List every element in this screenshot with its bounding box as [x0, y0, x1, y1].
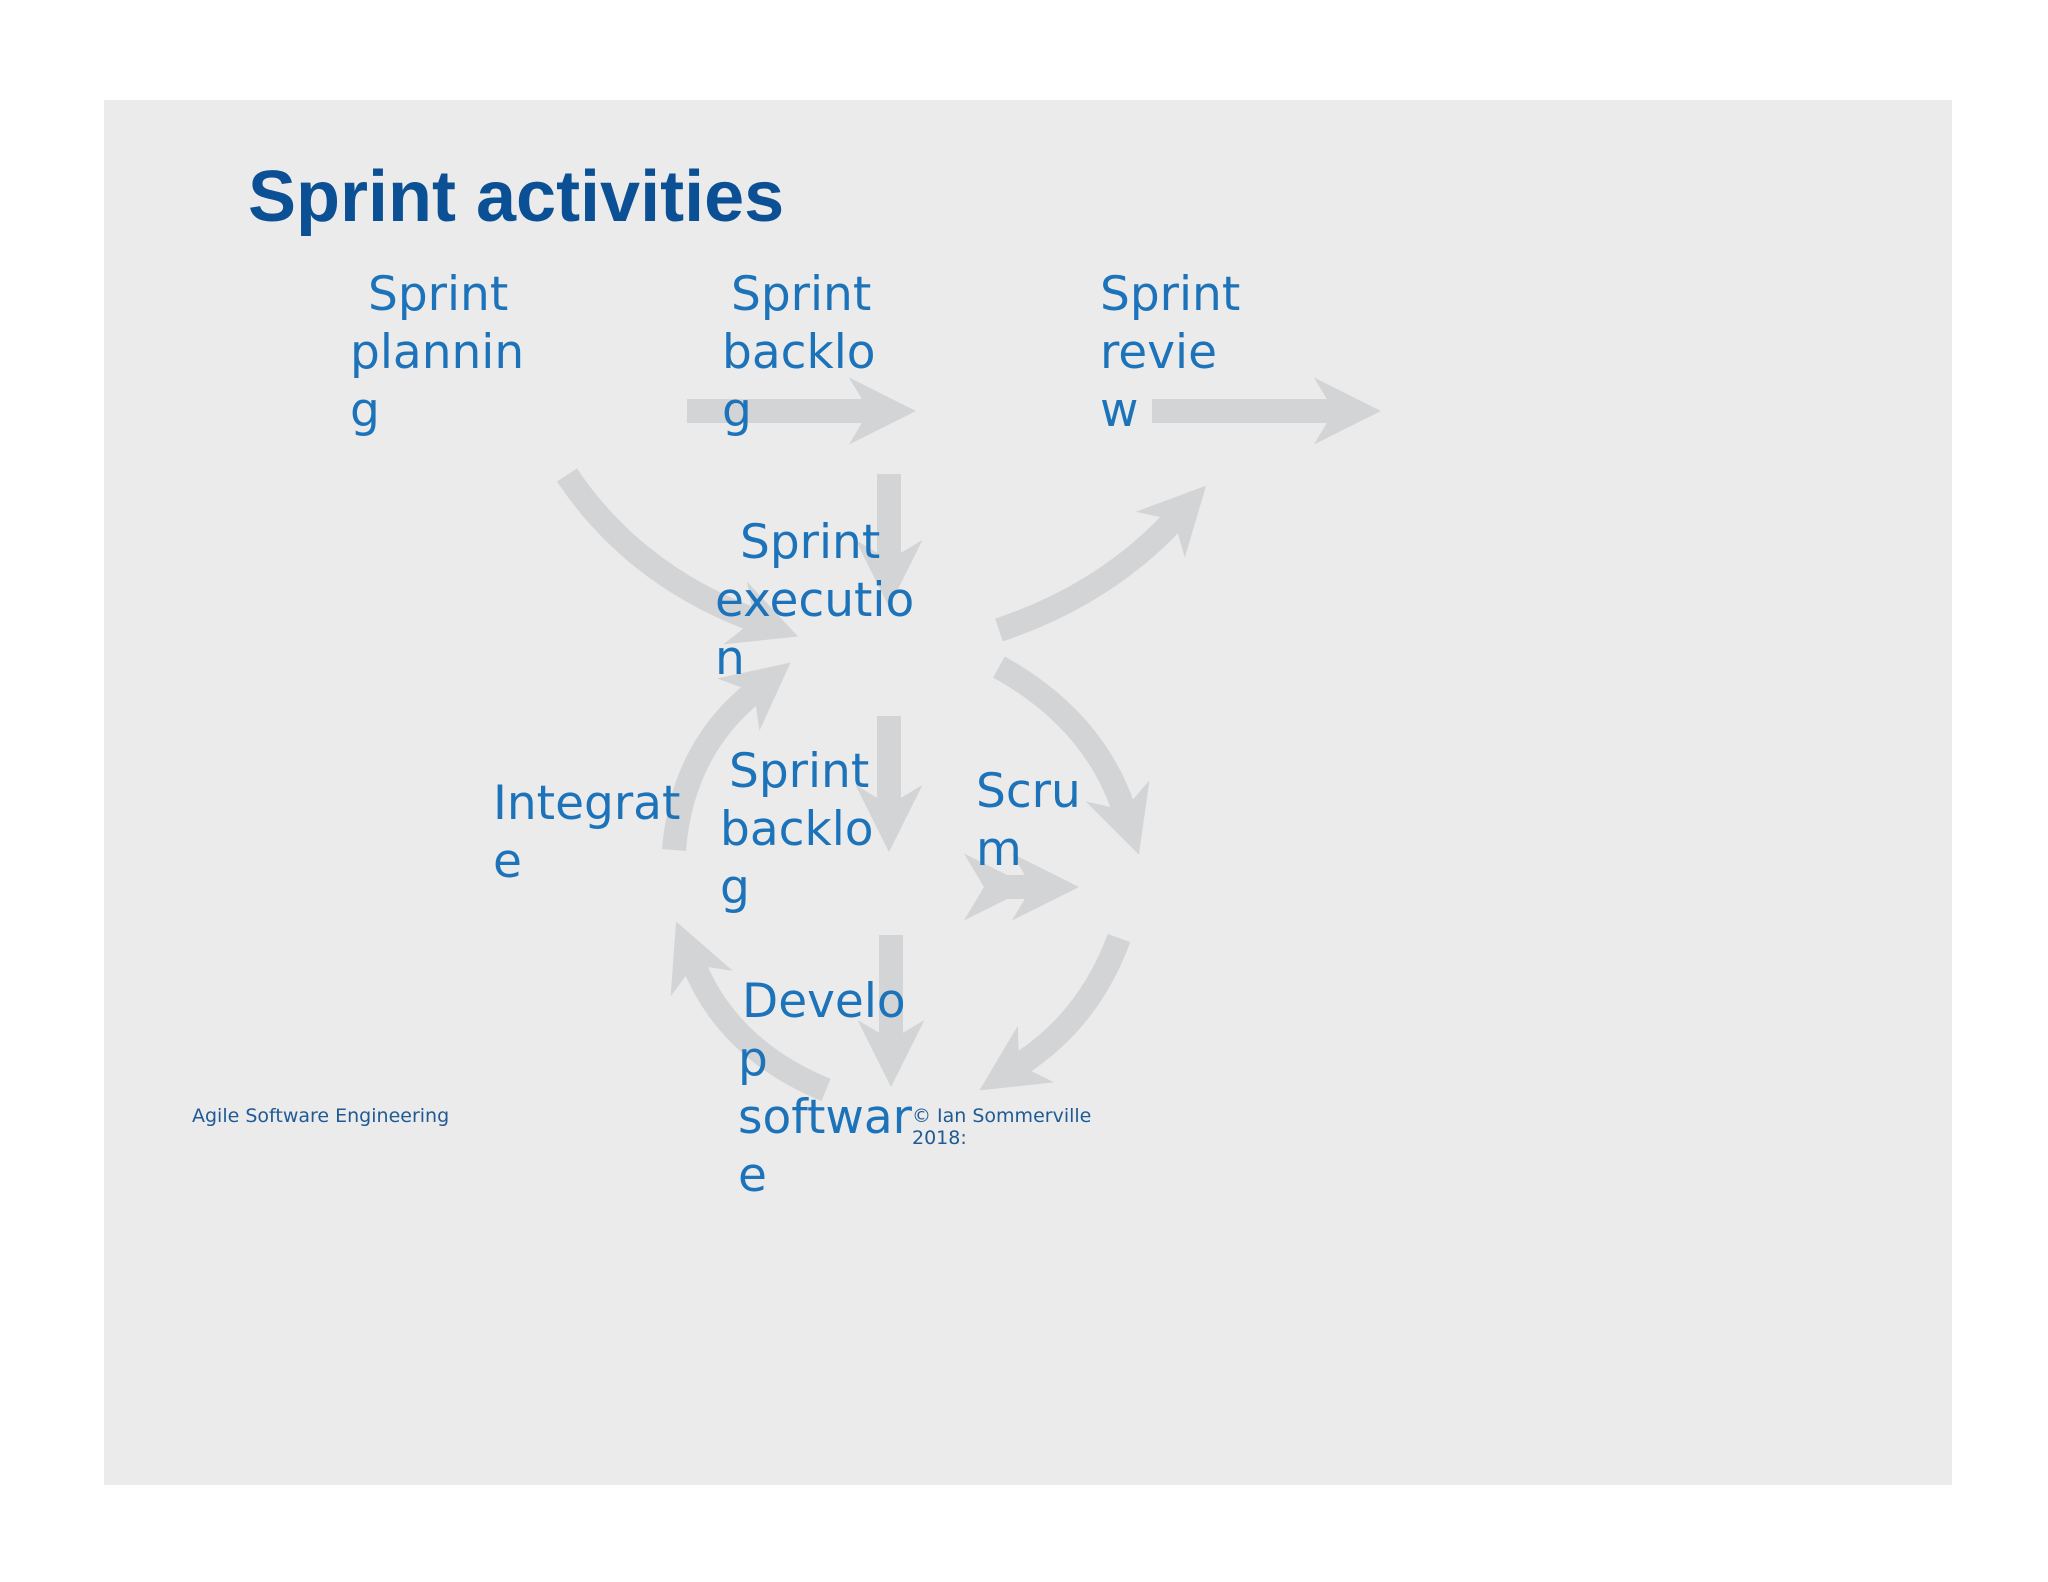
node-text-line: g — [722, 383, 752, 438]
node-text-line: Sprint — [1100, 267, 1241, 322]
slide-title: Sprint activities — [248, 157, 785, 237]
node-text-line: revie — [1100, 325, 1217, 380]
node-text-line: backlo — [722, 325, 876, 380]
node-sprint-review: Sprint revie w — [1100, 266, 1240, 440]
slide: Sprint activities — [104, 100, 1952, 1485]
node-text-line: n — [715, 631, 745, 686]
arrow-scrum-to-develop — [979, 933, 1131, 1091]
node-text-line: w — [1100, 383, 1139, 438]
node-sprint-backlog-mid: Sprint backlo g — [720, 743, 874, 917]
node-text-line: p — [738, 1032, 768, 1087]
footer-copyright-line2: 2018: — [912, 1127, 967, 1149]
node-text-line: Sprint — [740, 515, 881, 570]
footer-course-title: Agile Software Engineering — [192, 1105, 450, 1127]
node-text-line: executio — [715, 573, 915, 628]
arrows-layer — [557, 377, 1382, 1102]
node-text-line: Sprint — [731, 267, 872, 322]
node-text-line: backlo — [720, 802, 874, 857]
footer-copyright: © Ian Sommerville 2018: — [912, 1105, 1091, 1149]
node-integrate: Integrat e — [493, 775, 680, 891]
node-scrum: Scru m — [976, 763, 1081, 879]
arrow-execution-to-scrum — [993, 656, 1150, 855]
node-sprint-planning: Sprint plannin g — [350, 266, 524, 440]
node-sprint-backlog-top: Sprint backlo g — [722, 266, 876, 440]
arrow-integrate-to-execution — [662, 662, 791, 852]
node-text-line: Integrat — [493, 776, 681, 831]
node-text-line: e — [738, 1148, 767, 1203]
node-text-line: m — [976, 822, 1022, 877]
node-text-line: Sprint — [368, 267, 509, 322]
arrow-planning-to-execution — [557, 468, 799, 645]
footer-copyright-line1: © Ian Sommerville — [912, 1105, 1092, 1127]
node-text-line: e — [493, 834, 522, 889]
node-text-line: Sprint — [729, 744, 870, 799]
arrow-execution-to-review — [995, 485, 1207, 642]
node-text-line: g — [350, 383, 380, 438]
node-text-line: Develo — [742, 974, 906, 1029]
node-text-line: softwar — [738, 1090, 912, 1145]
node-develop-software: Develo p softwar e — [738, 973, 912, 1205]
node-text-line: plannin — [350, 325, 525, 380]
node-sprint-execution: Sprint executio n — [715, 514, 914, 688]
arrow-develop-to-integrate — [670, 921, 831, 1102]
node-text-line: g — [720, 860, 750, 915]
footer-left: Agile Software Engineering — [192, 1105, 449, 1127]
node-text-line: Scru — [976, 764, 1081, 819]
